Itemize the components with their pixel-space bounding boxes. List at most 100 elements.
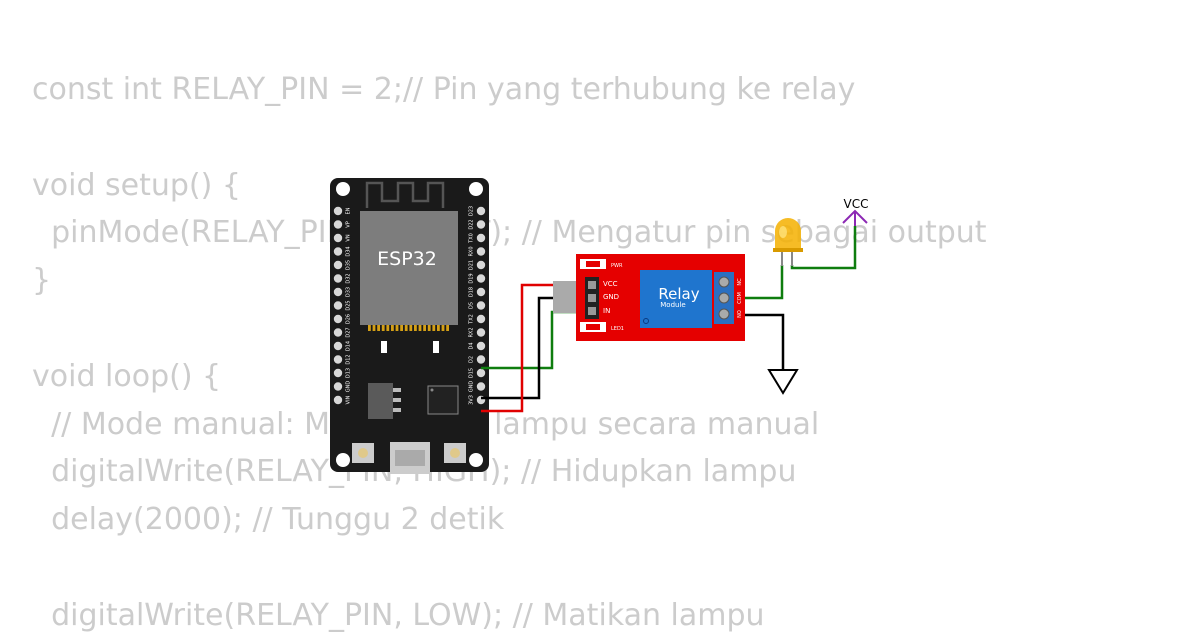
wire-in-green[interactable] bbox=[481, 310, 578, 370]
mount-hole-bottom-right bbox=[469, 453, 483, 467]
chip-pad bbox=[404, 325, 408, 331]
esp32-pin-left-gnd[interactable] bbox=[333, 382, 343, 391]
esp32-pin-label: VP bbox=[346, 221, 352, 227]
relay-pwr-label: PWR bbox=[611, 263, 623, 269]
vcc-arrow bbox=[842, 209, 868, 226]
esp32-pin-label: D26 bbox=[346, 314, 352, 324]
chip-pad bbox=[414, 325, 417, 331]
wire-vcc-red[interactable] bbox=[481, 283, 578, 413]
esp32-pin-label: GND bbox=[469, 381, 475, 393]
esp32-pin-left-d27[interactable] bbox=[333, 328, 343, 337]
esp32-right-pin-header: D23D22TX0RX0D21D19D18D5TX2RX2D4D2D15GND3… bbox=[469, 206, 486, 405]
relay-body-dot bbox=[643, 318, 649, 324]
esp32-chip-shield bbox=[360, 211, 458, 325]
regulator-leg-2 bbox=[393, 408, 401, 412]
esp32-pin-label: D14 bbox=[346, 341, 352, 351]
chip-pads bbox=[368, 325, 449, 331]
esp32-pin-right-tx2[interactable] bbox=[476, 314, 486, 324]
esp32-pin-left-d12[interactable] bbox=[333, 355, 343, 364]
esp32-pin-right-d4[interactable] bbox=[476, 341, 486, 351]
chip-pad bbox=[377, 325, 380, 331]
esp32-pin-label: GND bbox=[346, 381, 352, 393]
code-line: delay(2000); // Tunggu 2 detik bbox=[32, 502, 505, 538]
esp32-pin-right-d22[interactable] bbox=[476, 220, 486, 229]
wire-led-vcc-green[interactable] bbox=[790, 226, 857, 270]
code-line: digitalWrite(RELAY_PIN, LOW); // Matikan… bbox=[32, 597, 765, 633]
terminal-label-nc: NC bbox=[737, 278, 743, 286]
esp32-pin-label: D18 bbox=[469, 287, 475, 297]
esp32-pin-label: D23 bbox=[469, 206, 475, 216]
esp32-pin-label: VN bbox=[346, 234, 352, 241]
chip-pad bbox=[423, 325, 426, 331]
chip-pad bbox=[381, 325, 385, 331]
chip-pad bbox=[368, 325, 371, 331]
boot-button-cap[interactable] bbox=[358, 448, 368, 458]
esp32-pin-left-vin[interactable] bbox=[333, 395, 343, 405]
led-rim bbox=[773, 248, 803, 252]
esp32-pin-label: D15 bbox=[469, 368, 475, 378]
esp32-pin-left-vn[interactable] bbox=[333, 233, 343, 243]
esp32-pin-right-rx0[interactable] bbox=[476, 247, 486, 256]
ground-symbol bbox=[767, 369, 799, 395]
esp32-pin-label: TX0 bbox=[469, 233, 475, 244]
relay-pin-in[interactable] bbox=[588, 307, 596, 315]
en-button-cap[interactable] bbox=[450, 448, 460, 458]
relay-pin-vcc[interactable] bbox=[588, 281, 596, 289]
esp32-pin-right-d2[interactable] bbox=[476, 355, 486, 364]
relay-led1-inner bbox=[586, 324, 600, 330]
wifi-antenna bbox=[365, 181, 445, 208]
esp32-pin-left-d25[interactable] bbox=[333, 301, 343, 310]
regulator-leg-1 bbox=[393, 398, 401, 402]
micro-usb-inner bbox=[395, 450, 425, 466]
relay-pin-gnd[interactable] bbox=[588, 294, 596, 302]
usb-uart-chip-dot bbox=[430, 388, 434, 392]
esp32-pin-left-d14[interactable] bbox=[333, 341, 343, 351]
relay-title: Relay bbox=[658, 285, 699, 303]
led[interactable] bbox=[773, 218, 803, 266]
esp32-pin-left-d26[interactable] bbox=[333, 314, 343, 324]
terminal-label-no: NO bbox=[737, 310, 743, 318]
esp32-pin-right-gnd[interactable] bbox=[476, 382, 486, 391]
vcc-symbol: VCC bbox=[842, 197, 869, 226]
esp32-pin-left-en[interactable] bbox=[333, 206, 343, 216]
esp32-pin-left-d32[interactable] bbox=[333, 274, 343, 283]
relay-module[interactable]: PWR VCC GND IN LED1 Relay Module NC COM … bbox=[553, 254, 745, 341]
led-bulb bbox=[775, 218, 801, 251]
esp32-pin-left-d13[interactable] bbox=[333, 368, 343, 378]
esp32-pin-label: VIN bbox=[346, 395, 352, 404]
esp32-pin-label: D32 bbox=[346, 273, 352, 283]
code-line: } bbox=[32, 263, 52, 299]
esp32-pin-left-d35[interactable] bbox=[333, 260, 343, 270]
terminal-screw-nc[interactable] bbox=[718, 276, 730, 288]
chip-pad bbox=[418, 325, 422, 331]
vcc-label: VCC bbox=[844, 197, 869, 211]
chip-pad bbox=[386, 325, 390, 331]
mount-hole-bottom-left bbox=[336, 453, 350, 467]
esp32-board[interactable]: ESP32 ENVPVND34D35D32D33D25D26D27D14D12D… bbox=[330, 178, 489, 474]
relay-subtitle: Module bbox=[660, 301, 685, 309]
esp32-pin-label: D22 bbox=[469, 219, 475, 229]
terminal-screw-com[interactable] bbox=[718, 292, 730, 304]
esp32-pin-left-d34[interactable] bbox=[333, 247, 343, 256]
esp32-pin-right-d18[interactable] bbox=[476, 287, 486, 297]
esp32-pin-label: RX2 bbox=[469, 327, 475, 337]
esp32-pin-left-d33[interactable] bbox=[333, 287, 343, 297]
esp32-pin-right-tx0[interactable] bbox=[476, 233, 486, 243]
terminal-screw-no[interactable] bbox=[718, 308, 730, 320]
chip-pad bbox=[437, 325, 440, 331]
capacitor-right bbox=[433, 341, 439, 353]
chip-pad bbox=[427, 325, 431, 331]
esp32-pin-label: RX0 bbox=[469, 246, 475, 256]
esp32-pin-label: D25 bbox=[346, 300, 352, 310]
esp32-pin-right-rx2[interactable] bbox=[476, 328, 486, 337]
esp32-pin-right-d21[interactable] bbox=[476, 260, 486, 270]
esp32-left-pin-header: ENVPVND34D35D32D33D25D26D27D14D12D13GNDV… bbox=[333, 206, 352, 405]
esp32-pin-right-d5[interactable] bbox=[476, 301, 486, 310]
esp32-pin-right-d23[interactable] bbox=[476, 206, 486, 216]
esp32-pin-right-d15[interactable] bbox=[476, 368, 486, 378]
chip-pad bbox=[441, 325, 445, 331]
chip-pad bbox=[395, 325, 399, 331]
esp32-pin-right-d19[interactable] bbox=[476, 274, 486, 283]
esp32-pin-left-vp[interactable] bbox=[333, 220, 343, 229]
ground-triangle bbox=[767, 369, 799, 395]
